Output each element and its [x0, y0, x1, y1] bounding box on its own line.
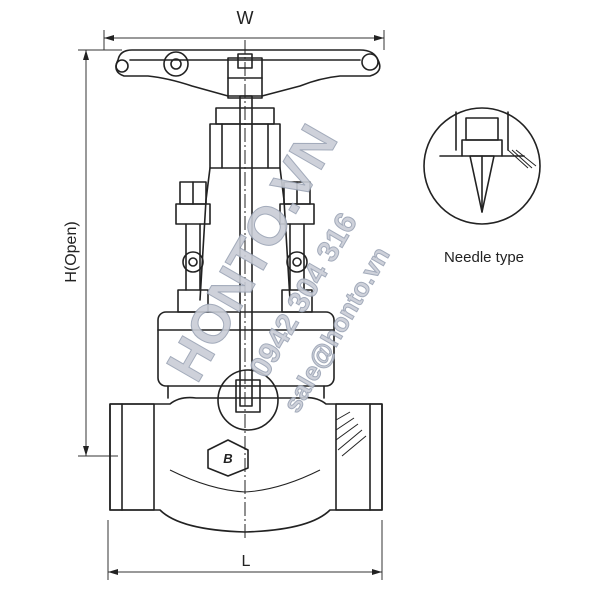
bonnet [157, 311, 335, 399]
detail-caption: Needle type [444, 249, 524, 266]
needle-detail: Needle type [423, 107, 541, 266]
width-label: W [237, 8, 254, 28]
height-label: H(Open) [63, 221, 80, 282]
length-dimension: L [107, 520, 383, 580]
width-dimension: W [103, 8, 385, 50]
handwheel [115, 49, 381, 99]
thread-hatch [335, 411, 367, 457]
height-dimension: H(Open) [63, 49, 122, 457]
body-mark: B [207, 439, 249, 477]
length-label: L [242, 553, 251, 570]
valve-body [109, 369, 383, 533]
right-gland-bolt [279, 181, 315, 313]
left-gland-bolt [175, 181, 211, 313]
body-mark-label: B [223, 451, 232, 466]
